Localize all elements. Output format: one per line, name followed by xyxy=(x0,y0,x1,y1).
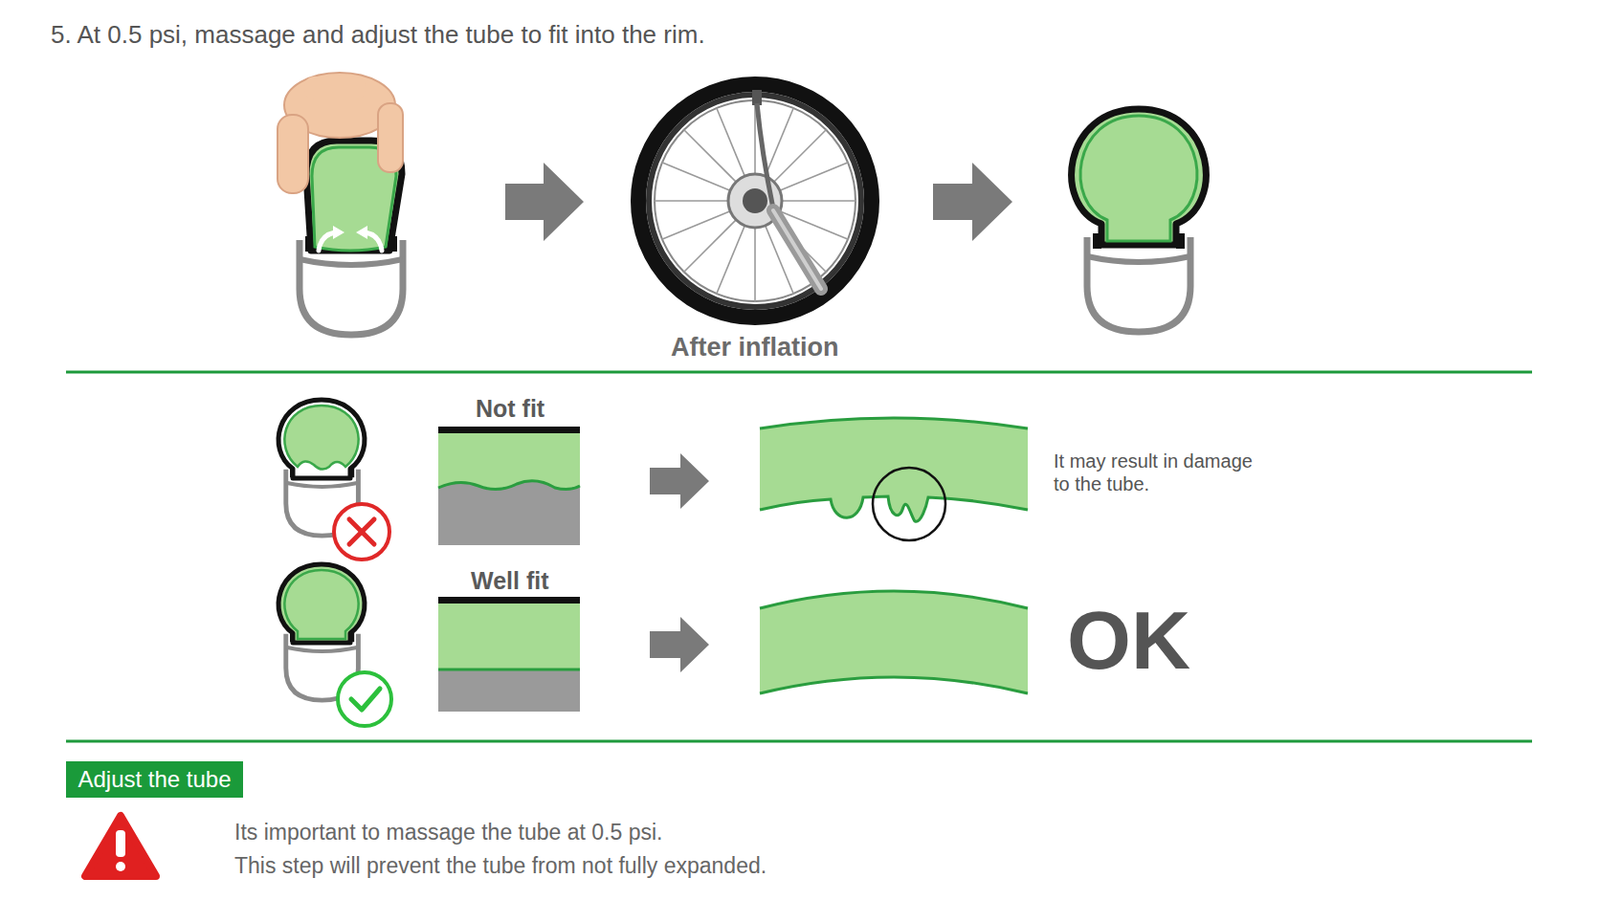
block-arrow xyxy=(649,453,710,510)
divider-line xyxy=(66,371,1533,375)
tire-section xyxy=(1071,109,1207,245)
well-fit-section xyxy=(438,597,580,712)
note-line: Its important to massage the tube at 0.5… xyxy=(234,820,663,847)
row-heading-holder: Not fit xyxy=(475,394,545,423)
not-fit-section xyxy=(438,426,580,546)
section-tag: Adjust the tube xyxy=(66,761,244,799)
damaged-tube-band xyxy=(759,418,1028,541)
step-caption: After inflation xyxy=(670,332,840,363)
note-line: This step will prevent the tube from not… xyxy=(234,853,767,881)
note-line-holder: Its important to massage the tube at 0.5… xyxy=(234,820,663,847)
page-title-holder: 5. At 0.5 psi, massage and adjust the tu… xyxy=(50,20,706,50)
wheel xyxy=(638,84,872,318)
tag-text: Adjust the tube xyxy=(77,766,231,795)
warning-note: It may result in damage to the tube. xyxy=(1053,449,1260,496)
step-caption-holder: After inflation xyxy=(670,332,840,363)
massage-arrow xyxy=(318,232,335,251)
massage-arrow xyxy=(355,225,368,240)
warning-note-holder: It may result in damage to the tube. xyxy=(1053,449,1260,496)
massage-arrow xyxy=(333,225,345,240)
block-arrow xyxy=(505,162,584,242)
not-fit-icon xyxy=(278,400,390,560)
pump xyxy=(752,89,822,289)
warning-icon xyxy=(85,816,156,877)
hand xyxy=(277,72,403,194)
block-arrow xyxy=(933,162,1013,242)
row-heading-holder: Well fit xyxy=(470,566,549,596)
well-fit-icon xyxy=(278,564,392,727)
fitted-tube-band xyxy=(759,591,1028,694)
ok-mark: OK xyxy=(1066,599,1191,682)
page-title: 5. At 0.5 psi, massage and adjust the tu… xyxy=(50,20,706,50)
massage-arrow xyxy=(365,232,382,251)
ok-mark-holder: OK xyxy=(1066,599,1191,682)
tube-section xyxy=(1080,115,1198,242)
block-arrow xyxy=(649,617,710,673)
row-heading: Well fit xyxy=(470,566,549,596)
row-heading: Not fit xyxy=(475,394,545,423)
divider-line xyxy=(66,740,1533,744)
note-line-holder: This step will prevent the tube from not… xyxy=(234,853,767,881)
